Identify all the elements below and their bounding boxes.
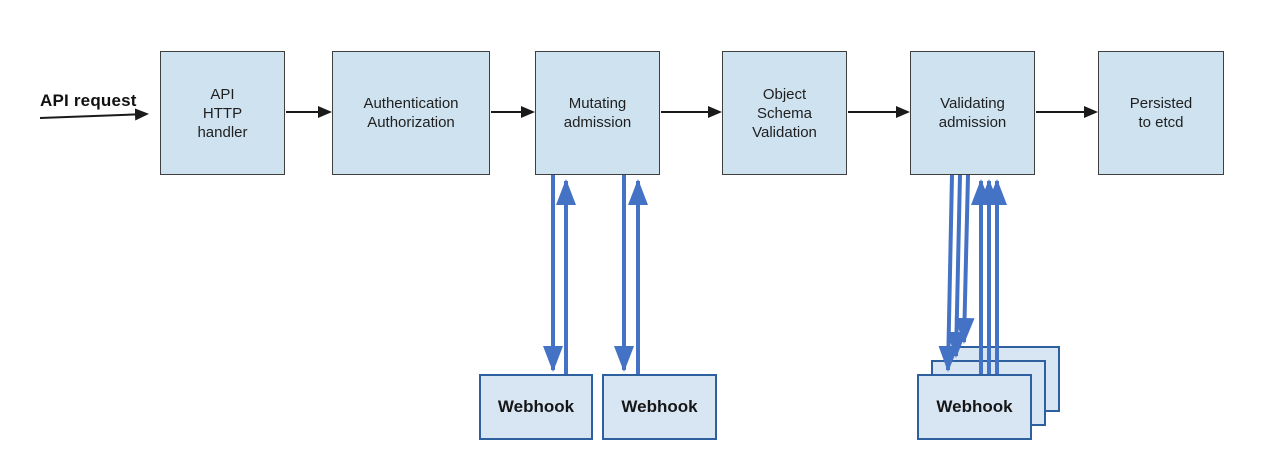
node-api-http-handler-label: API HTTP handler	[197, 85, 248, 141]
node-object-schema-validation-label: Object Schema Validation	[752, 85, 817, 141]
node-api-http-handler: API HTTP handler	[160, 51, 285, 175]
node-validating-admission: Validating admission	[910, 51, 1035, 175]
validating-webhook-call-arrow-3	[954, 174, 975, 344]
validating-webhook-1-label: Webhook	[936, 397, 1013, 416]
node-persisted-to-etcd-label: Persisted to etcd	[1129, 95, 1193, 131]
mutating-webhook-2: Webhook	[602, 374, 717, 440]
mutating-webhook-1-label: Webhook	[497, 397, 575, 416]
mutating-webhook-2-label: Webhook	[621, 397, 698, 416]
api-request-arrow	[39, 108, 149, 121]
validating-webhook-1: Webhook	[917, 374, 1032, 440]
node-authentication-authorization: Authentication Authorization	[332, 51, 490, 175]
node-validating-admission-label: Validating admission	[938, 95, 1007, 131]
validating-webhook-call-arrow-2	[946, 174, 967, 358]
node-mutating-admission-label: Mutating admission	[563, 95, 632, 131]
node-object-schema-validation: Object Schema Validation	[722, 51, 847, 175]
node-mutating-admission: Mutating admission	[535, 51, 660, 175]
mutating-webhook-1: Webhook	[479, 374, 593, 440]
validating-webhook-call-arrow-1	[938, 174, 959, 372]
api-request-label: API request	[40, 91, 137, 110]
node-authentication-authorization-label: Authentication Authorization	[363, 95, 459, 131]
node-persisted-to-etcd: Persisted to etcd	[1098, 51, 1224, 175]
